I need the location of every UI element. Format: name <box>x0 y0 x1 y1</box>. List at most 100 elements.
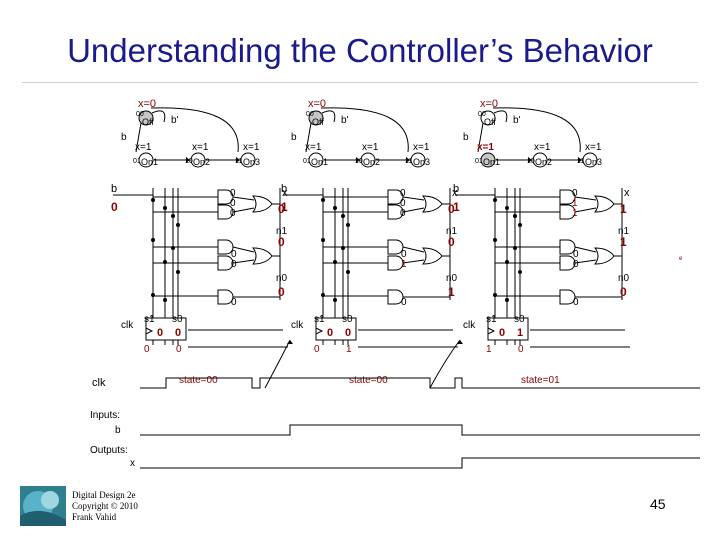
fsm-edge-label: x=1 <box>243 142 260 153</box>
fsm-state-off <box>308 110 324 126</box>
fsm-self-loop <box>151 110 166 123</box>
input-b-value: 1 <box>281 200 288 214</box>
and-gate <box>387 255 404 271</box>
page-number: 45 <box>650 496 666 512</box>
timing-inputs-label: Inputs: <box>90 410 120 421</box>
or-gate-n1 <box>594 247 615 265</box>
wire-junction <box>163 206 167 210</box>
fsm-state-name: Off <box>484 117 496 127</box>
fsm-state-code: 11 <box>577 158 584 165</box>
fsm-state-name: On3 <box>413 157 430 167</box>
wire-junction <box>346 223 350 227</box>
register-clk-label: clk <box>463 320 476 331</box>
clock-triangle-icon <box>487 327 496 335</box>
fsm-edge-label: x=1 <box>135 142 152 153</box>
gate-input-value: 0 <box>400 188 406 199</box>
state-label: state=00 <box>349 375 388 386</box>
fsm-state-on3 <box>240 152 256 168</box>
and-gate-body <box>387 204 404 220</box>
output-n0-value: 0 <box>278 285 285 299</box>
register-clk-label: clk <box>121 320 134 331</box>
output-x-waveform <box>140 457 700 469</box>
wire <box>402 259 425 264</box>
fsm-state-code: 00 <box>478 111 486 118</box>
register-s1-label: s1 <box>314 314 325 325</box>
fsm-state-name: On1 <box>141 157 158 167</box>
input-b-label: b <box>453 183 459 195</box>
and-gate <box>559 239 576 255</box>
wire-junction <box>341 214 345 218</box>
fsm-self-loop <box>493 110 508 123</box>
wire-junction <box>321 198 325 202</box>
or-gate-n1 <box>422 247 443 265</box>
textbook-logo-icon <box>20 486 66 526</box>
gate-input-value: 0 <box>401 297 407 308</box>
and-gate <box>387 204 404 220</box>
and-gate-body <box>387 255 404 271</box>
arrow-head <box>528 157 532 163</box>
fsm-edge-label: x=1 <box>192 142 209 153</box>
clock-triangle-icon <box>145 327 154 335</box>
fsm-state-name: On3 <box>243 157 260 167</box>
credit-line: Digital Design 2e <box>72 490 136 500</box>
and-gate-body <box>217 204 234 220</box>
wire-junction <box>176 270 180 274</box>
or-gate-n1 <box>252 247 273 265</box>
or-gate-x <box>594 195 615 213</box>
register-s1-value: 0 <box>327 327 333 339</box>
fsm-state-on1 <box>308 152 324 168</box>
gate-input-value: 0 <box>230 198 236 209</box>
register-output-value: 0 <box>176 344 182 355</box>
gate-input-value: 0 <box>230 208 236 219</box>
fsm-state-name: On3 <box>585 157 602 167</box>
timing-clk-label: clk <box>92 377 106 389</box>
output-n0-label: n0 <box>276 273 288 284</box>
register-s0-value: 0 <box>175 327 181 339</box>
wire <box>402 246 425 253</box>
state-label: state=01 <box>521 375 560 386</box>
gate-input-value: 1 <box>572 208 578 219</box>
fsm-state-on3 <box>410 152 426 168</box>
and-gate-body <box>217 239 234 255</box>
wire <box>574 246 597 253</box>
wire-junction <box>151 198 155 202</box>
wire-junction <box>346 270 350 274</box>
and-gate <box>217 289 234 305</box>
wire <box>232 246 255 253</box>
output-x-label: x <box>624 187 630 199</box>
fsm-state-code: 00 <box>136 111 144 118</box>
output-x-label: x <box>282 187 288 199</box>
register-s1-label: s1 <box>486 314 497 325</box>
fsm-edge-label: b <box>463 132 469 143</box>
and-gate <box>559 189 576 205</box>
fsm-state-code: 10 <box>185 158 193 165</box>
output-n1-label: n1 <box>276 226 288 237</box>
input-b-waveform <box>140 424 700 436</box>
stray-mark: e <box>679 256 683 262</box>
output-n1-label: n1 <box>618 226 630 237</box>
fsm-state-on1 <box>138 152 154 168</box>
fsm-edge-label: b <box>121 132 127 143</box>
fsm-edge <box>305 122 312 153</box>
wire <box>232 259 255 264</box>
gate-input-value: 1 <box>401 259 407 270</box>
fsm-state-on2 <box>360 152 376 168</box>
output-n1-value: 0 <box>278 235 285 249</box>
fsm-edge-label: x=1 <box>477 142 494 153</box>
fsm-state-on2 <box>532 152 548 168</box>
fsm-state-name: On2 <box>363 157 380 167</box>
fsm-state-name: On2 <box>193 157 210 167</box>
wire-junction <box>513 214 517 218</box>
wire-junction <box>321 238 325 242</box>
gate-input-value: 0 <box>573 259 579 270</box>
fsm-state-code: 10 <box>355 158 363 165</box>
or-gate-x <box>252 195 273 213</box>
